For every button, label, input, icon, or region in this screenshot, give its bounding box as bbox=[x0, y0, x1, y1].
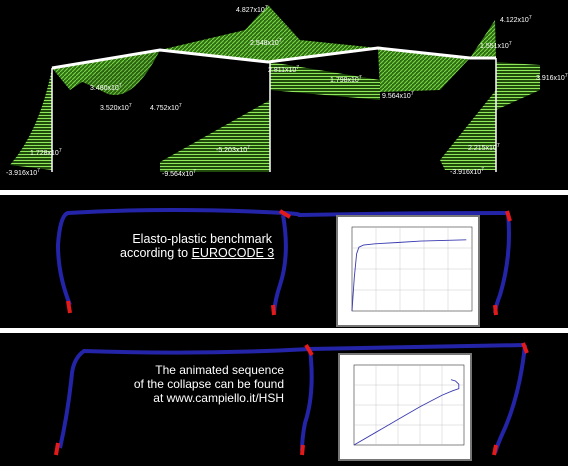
series-line bbox=[353, 379, 460, 446]
column-moment bbox=[440, 58, 496, 170]
moment-label: 2.548x107 bbox=[250, 38, 282, 47]
caption-prefix: according to bbox=[120, 246, 192, 260]
moment-region bbox=[378, 48, 470, 92]
plastic-hinge bbox=[493, 304, 498, 316]
caption-line: The animated sequence bbox=[155, 363, 284, 377]
moment-region bbox=[160, 5, 268, 62]
collapsed-frame bbox=[54, 342, 529, 456]
moment-label: 4.827x107 bbox=[236, 5, 268, 14]
moment-label: 3.916x107 bbox=[536, 73, 568, 82]
caption-line: according to EUROCODE 3 bbox=[120, 246, 275, 260]
plastic-hinge bbox=[66, 300, 72, 314]
deformed-frame bbox=[55, 208, 512, 316]
moment-label: -5.203x107 bbox=[216, 145, 250, 154]
plastic-hinge bbox=[300, 444, 305, 456]
moment-label: 4.752x107 bbox=[150, 103, 182, 112]
moment-region bbox=[470, 20, 496, 58]
collapse-chart bbox=[338, 353, 472, 461]
column-moment bbox=[10, 68, 52, 170]
moment-label: 1.728x107 bbox=[30, 148, 62, 157]
collapse-panel: The animated sequence of the collapse ca… bbox=[0, 333, 568, 466]
frame-deformed bbox=[493, 344, 527, 454]
benchmark-caption: Elasto-plastic benchmark according to EU… bbox=[120, 232, 275, 260]
moment-label: -9.564x107 bbox=[162, 169, 196, 178]
moment-diagram-panel: 4.827x107 2.548x107 4.122x107 1.551x107 2.81… bbox=[0, 0, 568, 190]
plastic-hinge bbox=[271, 304, 276, 316]
moment-label: 3.480x107 bbox=[90, 83, 122, 92]
eurocode-link[interactable]: EUROCODE 3 bbox=[191, 246, 275, 260]
caption-line[interactable]: at www.campiello.it/HSH bbox=[153, 391, 284, 405]
frame-deformed bbox=[300, 348, 314, 452]
separator bbox=[0, 190, 568, 195]
moment-label: 9.564x107 bbox=[382, 91, 414, 100]
benchmark-panel: Elasto-plastic benchmark according to EU… bbox=[0, 195, 568, 330]
moment-label: 1.798x107 bbox=[330, 75, 362, 84]
plastic-hinge bbox=[54, 442, 60, 456]
moment-label: -3.916x107 bbox=[450, 167, 484, 176]
plastic-hinge bbox=[304, 343, 314, 357]
series-line bbox=[351, 239, 467, 312]
plastic-hinge bbox=[492, 444, 498, 456]
column-moment bbox=[270, 62, 380, 100]
moment-label: -3.916x107 bbox=[6, 168, 40, 177]
column-moment bbox=[160, 62, 270, 172]
frame-deformed bbox=[272, 214, 288, 314]
moment-region bbox=[268, 5, 378, 62]
moment-label: 1.551x107 bbox=[480, 41, 512, 50]
plastic-hinge bbox=[278, 209, 292, 219]
frame-deformed bbox=[58, 343, 526, 449]
moment-region bbox=[52, 50, 160, 95]
moment-label: 2.215x107 bbox=[468, 143, 500, 152]
moment-label: 3.520x107 bbox=[100, 103, 132, 112]
frame-deformed bbox=[55, 208, 509, 306]
moment-label: 2.811x107 bbox=[268, 65, 299, 74]
separator bbox=[0, 328, 568, 333]
plastic-hinge bbox=[505, 210, 512, 222]
caption-line: Elasto-plastic benchmark bbox=[132, 232, 272, 246]
moment-diagram: 4.827x107 2.548x107 4.122x107 1.551x107 2.81… bbox=[6, 5, 568, 178]
frame-deformed bbox=[493, 212, 511, 314]
moment-label: 4.122x107 bbox=[500, 15, 532, 24]
column-moment bbox=[496, 62, 540, 110]
plastic-hinge bbox=[521, 342, 529, 354]
caption-line: of the collapse can be found bbox=[133, 377, 284, 391]
load-displacement-chart bbox=[336, 215, 480, 327]
collapse-caption: The animated sequence of the collapse ca… bbox=[120, 363, 284, 405]
frame-beam bbox=[51, 46, 496, 70]
